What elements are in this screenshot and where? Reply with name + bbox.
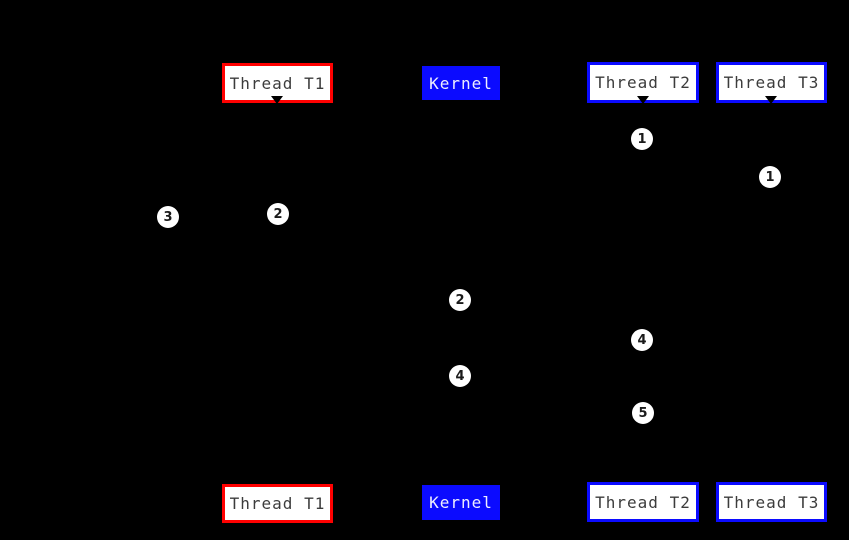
actor-label: Thread T1 [229, 73, 326, 93]
actor-label: Thread T3 [723, 492, 820, 512]
step-marker: 4 [449, 365, 471, 387]
actor-label: Kernel [429, 493, 493, 512]
step-marker: 5 [632, 402, 654, 424]
step-marker: 1 [759, 166, 781, 188]
actor-box-kernel-bottom: Kernel [422, 485, 500, 520]
step-marker-label: 5 [638, 405, 648, 421]
actor-box-thread-t3-bottom: Thread T3 [716, 482, 827, 522]
actor-label: Thread T2 [595, 492, 691, 512]
arrowhead-notch [637, 96, 649, 104]
actor-label: Thread T2 [595, 73, 691, 92]
actor-box-thread-t1-bottom: Thread T1 [222, 484, 333, 523]
step-marker: 4 [631, 329, 653, 351]
step-marker: 3 [157, 206, 179, 228]
step-marker-label: 2 [455, 292, 465, 308]
step-marker-label: 1 [765, 169, 775, 185]
arrowhead-notch [271, 96, 283, 104]
actor-box-kernel-top: Kernel [422, 66, 500, 100]
step-marker-label: 1 [637, 131, 647, 147]
step-marker: 1 [631, 128, 653, 150]
actor-box-thread-t2-bottom: Thread T2 [587, 482, 699, 522]
step-marker-label: 3 [163, 209, 173, 225]
actor-label: Kernel [429, 73, 493, 93]
arrowhead-notch [765, 96, 777, 104]
step-marker-label: 4 [637, 332, 647, 348]
step-marker-label: 2 [273, 206, 283, 222]
actor-label: Thread T3 [723, 73, 820, 92]
actor-label: Thread T1 [229, 494, 326, 513]
step-marker-label: 4 [455, 368, 465, 384]
arrowhead-notch [271, 478, 283, 486]
step-marker: 2 [449, 289, 471, 311]
arrowhead-notch [765, 476, 777, 484]
step-marker: 2 [267, 203, 289, 225]
arrowhead-notch [637, 476, 649, 484]
